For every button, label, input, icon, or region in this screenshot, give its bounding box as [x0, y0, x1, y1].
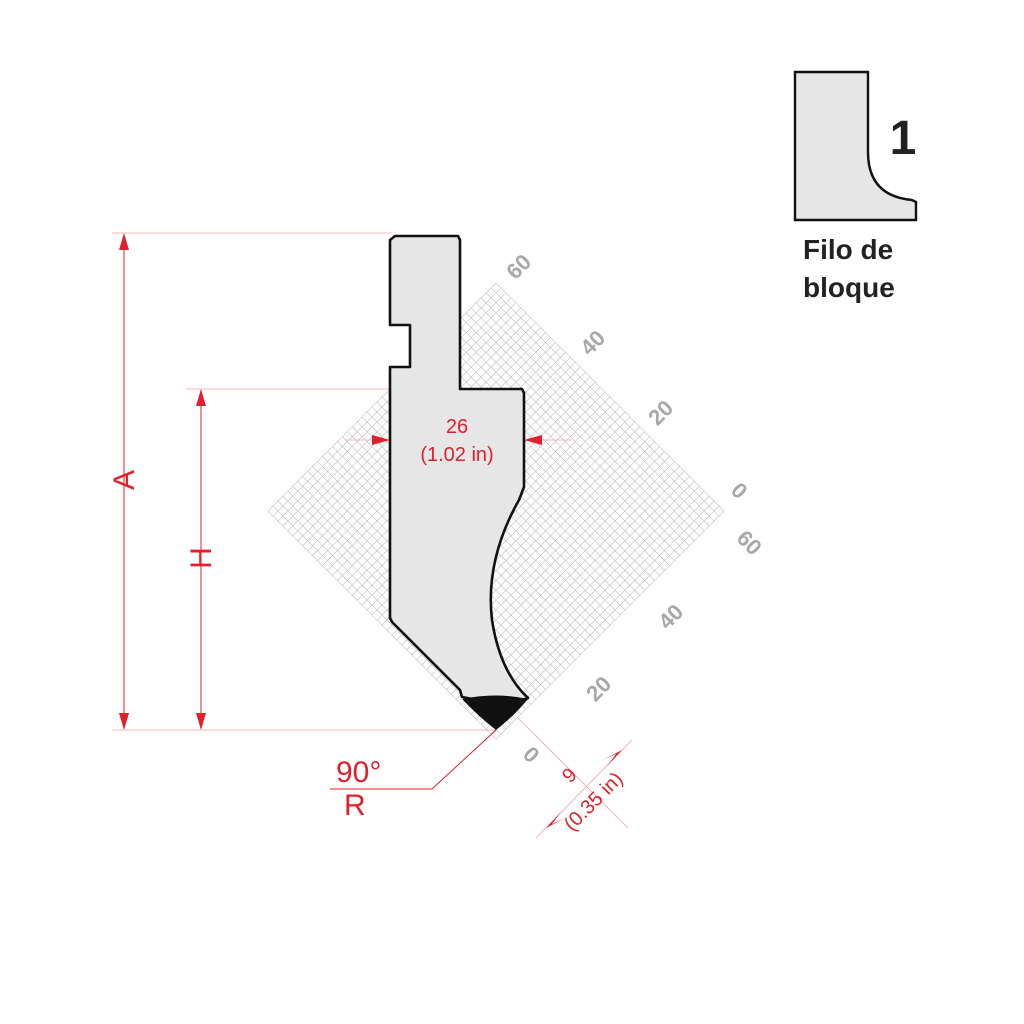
grid-line	[480, 297, 710, 527]
scale-upper-60: 60	[501, 249, 536, 284]
grid-line	[466, 312, 695, 541]
tip-type-badge: 1 Filo de bloque	[793, 70, 918, 303]
dimension-lines	[112, 232, 633, 839]
angle-label: 90°	[336, 756, 381, 789]
scale-lower-60: 60	[732, 525, 767, 560]
scale-lower-40: 40	[653, 599, 688, 634]
scale-upper-20: 20	[643, 395, 678, 430]
width-in-label: (1.02 in)	[420, 444, 493, 466]
grid-line	[436, 342, 665, 571]
grid-line	[441, 337, 670, 566]
grid-line	[431, 347, 660, 576]
block-edge-icon	[793, 70, 918, 222]
grid-line	[485, 500, 715, 730]
badge-label-line2: bloque	[803, 272, 895, 303]
dimension-h-label: H	[185, 547, 218, 569]
grid-line	[471, 307, 700, 536]
scale-upper-40: 40	[575, 325, 610, 360]
dimension-a-label: A	[108, 470, 141, 490]
badge-label-line1: Filo de	[803, 234, 893, 265]
grid-line	[495, 510, 725, 740]
radius-label: R	[344, 789, 366, 822]
grid-line	[480, 495, 710, 725]
width-mm-label: 26	[446, 416, 468, 438]
scale-lower-0: 0	[518, 742, 544, 768]
scale-upper-0: 0	[726, 478, 752, 504]
grid-line	[495, 282, 725, 512]
grid-scale-upper: 60 40 20 0	[501, 249, 752, 504]
grid-line	[456, 322, 685, 551]
grid-line	[475, 302, 705, 532]
punch-tip	[462, 695, 528, 730]
grid-scale-lower: 60 40 20 0	[518, 525, 767, 768]
scale-lower-20: 20	[581, 671, 616, 706]
grid-line	[451, 327, 680, 556]
grid-line	[490, 287, 720, 517]
grid-line	[461, 317, 690, 546]
grid-line	[446, 332, 675, 561]
grid-line	[490, 505, 720, 735]
punch-tool-profile	[388, 234, 530, 707]
grid-line	[485, 292, 715, 522]
badge-number: 1	[890, 112, 917, 165]
tip-offset-mm-label: 9	[558, 764, 581, 787]
